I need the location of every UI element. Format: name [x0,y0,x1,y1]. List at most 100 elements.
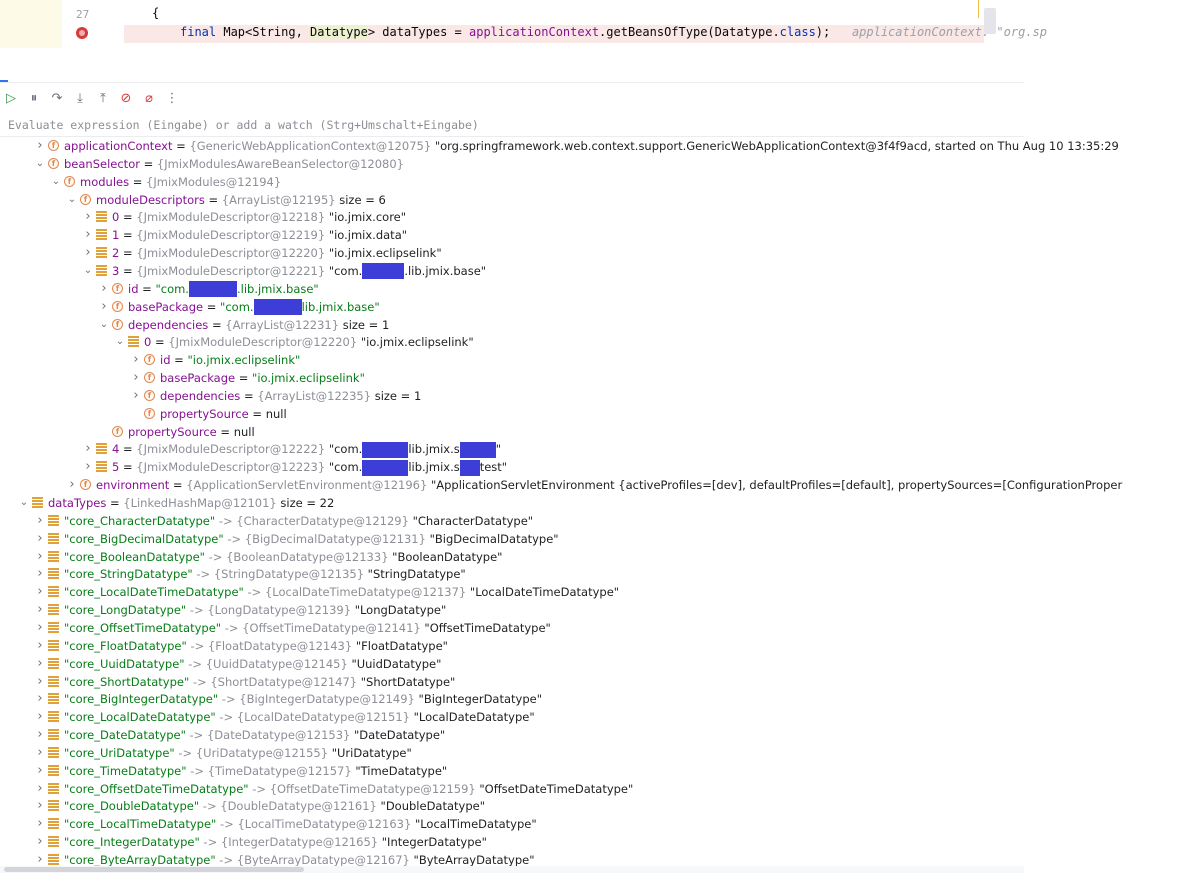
collapse-chevron-icon[interactable]: ⌄ [51,175,61,187]
expand-chevron-icon[interactable]: › [85,459,91,475]
expand-chevron-icon[interactable]: › [133,387,139,403]
tree-row[interactable]: ⌄3 = {JmixModuleDescriptor@12221} "com..… [0,262,1200,280]
tree-row[interactable]: ›"core_DateDatatype" -> {DateDatatype@12… [0,726,1200,744]
tree-row[interactable]: ›1 = {JmixModuleDescriptor@12219} "io.jm… [0,226,1200,244]
collapse-chevron-icon[interactable]: ⌄ [83,264,93,276]
expand-chevron-icon[interactable]: › [101,280,107,296]
editor-gutter[interactable] [62,0,124,48]
tree-row[interactable]: ›"core_StringDatatype" -> {StringDatatyp… [0,565,1200,583]
tree-row[interactable]: ›"core_LocalDateTimeDatatype" -> {LocalD… [0,583,1200,601]
expand-chevron-icon[interactable]: › [37,852,43,867]
expand-chevron-icon[interactable]: › [37,727,43,743]
tree-row[interactable]: ›2 = {JmixModuleDescriptor@12220} "io.jm… [0,244,1200,262]
expand-chevron-icon[interactable]: › [85,441,91,457]
tree-row[interactable]: ›"core_FloatDatatype" -> {FloatDatatype@… [0,637,1200,655]
collapse-chevron-icon[interactable]: ⌄ [35,157,45,169]
tree-row[interactable]: ›"core_UriDatatype" -> {UriDatatype@1215… [0,744,1200,762]
expand-chevron-icon[interactable]: › [85,245,91,261]
editor-scrollbar[interactable] [984,8,996,34]
step-over-icon[interactable]: ↷ [51,90,63,106]
expand-chevron-icon[interactable]: › [37,673,43,689]
expand-chevron-icon[interactable]: › [37,584,43,600]
expand-chevron-icon[interactable]: › [37,655,43,671]
scrollbar-thumb[interactable] [4,867,304,872]
expand-chevron-icon[interactable]: › [37,744,43,760]
expand-chevron-icon[interactable]: › [37,780,43,796]
expand-chevron-icon[interactable]: › [37,709,43,725]
tree-row[interactable]: ›"core_LongDatatype" -> {LongDatatype@12… [0,601,1200,619]
more-icon[interactable]: ⋮ [165,90,179,106]
step-into-icon[interactable]: ⤓ [77,90,83,106]
pause-icon[interactable]: ⏸ [30,90,38,106]
step-out-icon[interactable]: ⤒ [100,90,106,106]
expand-chevron-icon[interactable]: › [133,352,139,368]
evaluate-expression-input[interactable]: Evaluate expression (Eingabe) or add a w… [0,114,1024,137]
expand-chevron-icon[interactable]: › [37,602,43,618]
expand-chevron-icon[interactable]: › [37,548,43,564]
tree-row[interactable]: ›"core_BooleanDatatype" -> {BooleanDatat… [0,548,1200,566]
view-breakpoints-icon[interactable]: ⊘ [120,90,132,106]
tree-row[interactable]: ›"core_CharacterDatatype" -> {CharacterD… [0,512,1200,530]
expand-chevron-icon[interactable]: › [85,209,91,225]
expand-chevron-icon[interactable]: › [85,227,91,243]
tree-row[interactable]: ›"core_TimeDatatype" -> {TimeDatatype@12… [0,762,1200,780]
expand-chevron-icon[interactable]: › [37,834,43,850]
expand-chevron-icon[interactable]: › [37,512,43,528]
tree-row[interactable]: ›"core_IntegerDatatype" -> {IntegerDatat… [0,833,1200,851]
tree-row[interactable]: ›4 = {JmixModuleDescriptor@12222} "com.l… [0,440,1200,458]
expand-chevron-icon[interactable]: › [37,138,43,153]
tree-row[interactable]: ›"core_DoubleDatatype" -> {DoubleDatatyp… [0,797,1200,815]
tree-row[interactable]: ⌄0 = {JmixModuleDescriptor@12220} "io.jm… [0,333,1200,351]
tree-row[interactable]: ›"core_LocalDateDatatype" -> {LocalDateD… [0,708,1200,726]
resume-icon[interactable]: ▷ [6,90,16,106]
tree-row[interactable]: ›"core_ShortDatatype" -> {ShortDatatype@… [0,673,1200,691]
tree-row[interactable]: ›"core_UuidDatatype" -> {UuidDatatype@12… [0,655,1200,673]
expand-chevron-icon[interactable]: › [133,370,139,386]
collapse-chevron-icon[interactable]: ⌄ [115,336,125,348]
collapse-chevron-icon[interactable]: ⌄ [67,193,77,205]
expand-chevron-icon[interactable]: › [37,798,43,814]
tree-row[interactable]: ›"core_LocalTimeDatatype" -> {LocalTimeD… [0,815,1200,833]
arrow-separator: -> [221,620,243,635]
code-editor[interactable]: 27 { final Map<String, Datatype> dataTyp… [0,0,1047,48]
code-area[interactable]: { final Map<String, Datatype> dataTypes … [124,0,1047,48]
tree-row[interactable]: ›5 = {JmixModuleDescriptor@12223} "com.l… [0,458,1200,476]
expand-chevron-icon[interactable]: › [37,762,43,778]
array-icon [48,746,59,758]
tree-row[interactable]: ›"core_BigDecimalDatatype" -> {BigDecima… [0,530,1200,548]
expand-chevron-icon[interactable]: › [37,530,43,546]
expand-chevron-icon[interactable]: › [37,566,43,582]
horizontal-scrollbar[interactable] [0,866,1024,873]
variable-value: "LocalDateTimeDatatype" [469,585,620,600]
mute-breakpoints-icon[interactable]: ⌀ [145,90,153,106]
expand-chevron-icon[interactable]: › [37,637,43,653]
expand-chevron-icon[interactable]: › [37,691,43,707]
expand-chevron-icon[interactable]: › [37,816,43,832]
expand-chevron-icon[interactable]: › [37,619,43,635]
tree-row[interactable]: ›"core_BigIntegerDatatype" -> {BigIntege… [0,690,1200,708]
collapse-chevron-icon[interactable]: ⌄ [19,497,29,508]
tree-row[interactable]: ›"core_OffsetDateTimeDatatype" -> {Offse… [0,780,1200,798]
tree-row[interactable]: ›"core_OffsetTimeDatatype" -> {OffsetTim… [0,619,1200,637]
expand-chevron-icon[interactable]: › [101,298,107,314]
collapse-chevron-icon[interactable]: ⌄ [99,318,109,330]
tree-row[interactable]: ›"core_ByteArrayDatatype" -> {ByteArrayD… [0,851,1200,869]
tree-row[interactable]: ›0 = {JmixModuleDescriptor@12218} "io.jm… [0,208,1200,226]
breakpoint-icon[interactable] [76,27,88,39]
tree-row[interactable]: ⌄dataTypes = {LinkedHashMap@12101} size … [0,494,1200,512]
expand-chevron-icon[interactable]: › [69,477,75,493]
